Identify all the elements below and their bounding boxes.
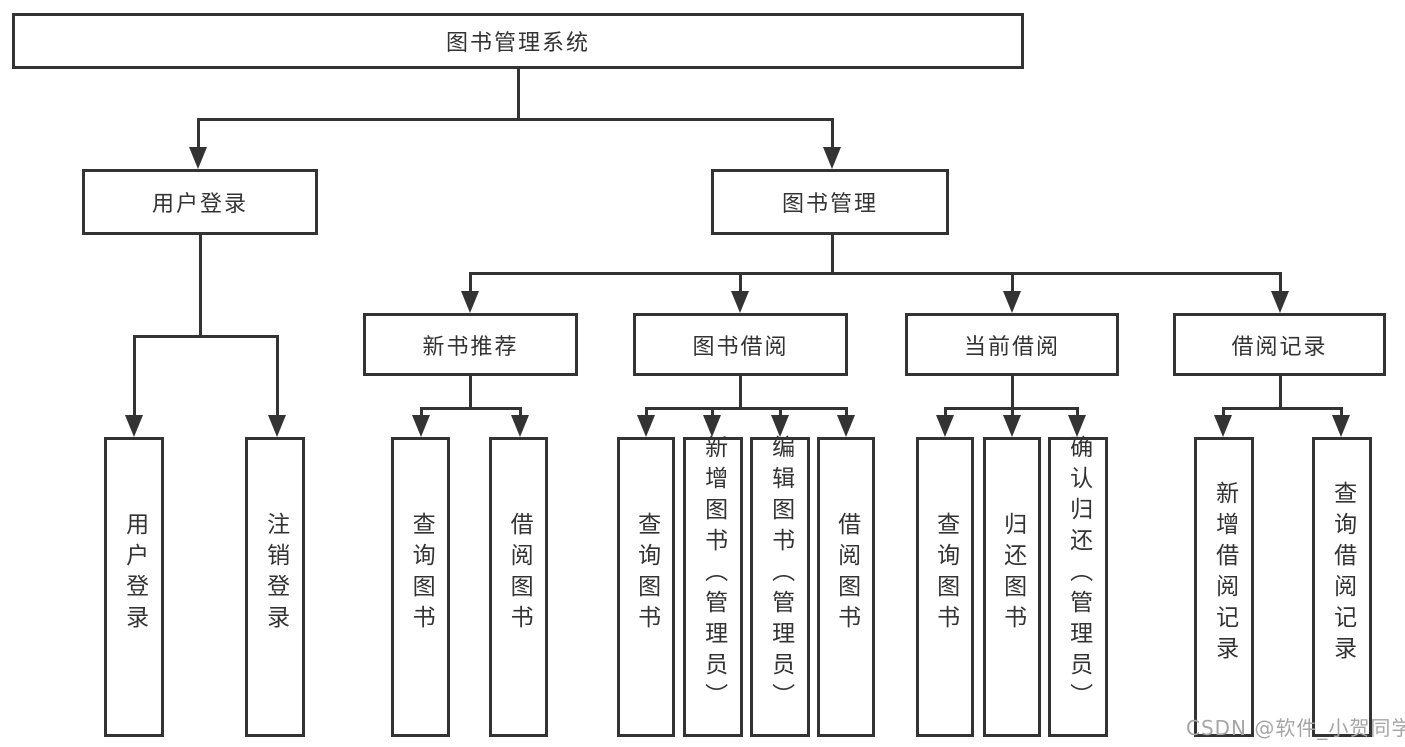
arrow-down-icon	[837, 415, 855, 437]
connector-split	[1222, 407, 1343, 410]
leaf-borrow-books-1: 借阅图书	[489, 437, 548, 737]
arrow-down-icon	[823, 147, 841, 169]
connector-stem	[1011, 407, 1014, 417]
arrow-down-icon	[1214, 415, 1232, 437]
node-current-borrow-label: 当前借阅	[963, 334, 1060, 360]
arrow-down-icon	[637, 415, 655, 437]
connector-stem	[1279, 272, 1282, 292]
node-book-management-label: 图书管理	[781, 192, 878, 217]
connector-stem	[845, 407, 848, 417]
arrow-down-icon	[1332, 415, 1350, 437]
arrow-down-icon	[461, 291, 479, 313]
node-book-management: 图书管理	[711, 169, 949, 235]
connector-stem	[199, 234, 202, 338]
leaf-query-books-2: 查询图书	[617, 437, 675, 737]
connector-stem	[739, 272, 742, 292]
arrow-down-icon	[1271, 291, 1289, 313]
leaf-query-borrow-record-label: 查询借阅记录	[1329, 481, 1356, 667]
arrow-down-icon	[268, 415, 286, 437]
node-book-borrow-label: 图书借阅	[692, 334, 789, 360]
leaf-query-books-1: 查询图书	[391, 437, 450, 737]
connector-stem	[519, 407, 522, 417]
leaf-add-borrow-record: 新增借阅记录	[1194, 437, 1254, 737]
leaf-return-books-label: 归还图书	[999, 512, 1026, 636]
node-new-book-recommend: 新书推荐	[363, 313, 578, 376]
node-borrow-records-label: 借阅记录	[1231, 334, 1328, 360]
leaf-add-books-admin: 新增图书（管理员）	[683, 434, 743, 737]
connector-stem	[1076, 407, 1079, 417]
node-root-label: 图书管理系统	[445, 31, 590, 56]
connector-root-stem	[517, 68, 520, 118]
leaf-query-borrow-record: 查询借阅记录	[1312, 437, 1372, 737]
connector-stem	[1279, 376, 1282, 410]
leaf-user-login-label: 用户登录	[121, 512, 148, 636]
arrow-down-icon	[511, 415, 529, 437]
leaf-return-books: 归还图书	[983, 437, 1041, 737]
arrow-down-icon	[936, 415, 954, 437]
connector-split	[469, 272, 1282, 275]
connector-root-split	[197, 118, 834, 121]
connector-split	[420, 407, 522, 410]
leaf-confirm-return-admin: 确认归还（管理员）	[1048, 434, 1108, 737]
leaf-borrow-books-2: 借阅图书	[817, 437, 875, 737]
leaf-logout-label: 注销登录	[262, 512, 289, 636]
node-current-borrow: 当前借阅	[905, 313, 1119, 376]
leaf-confirm-return-admin-label: 确认归还（管理员）	[1065, 434, 1092, 714]
leaf-edit-books-admin-label: 编辑图书（管理员）	[767, 434, 794, 714]
arrow-down-icon	[771, 415, 789, 437]
leaf-user-login: 用户登录	[104, 437, 164, 737]
node-book-borrow: 图书借阅	[633, 313, 848, 376]
connector-split	[133, 335, 279, 338]
connector-stem	[1222, 407, 1225, 417]
node-root: 图书管理系统	[12, 13, 1024, 69]
arrow-down-icon	[125, 415, 143, 437]
leaf-add-books-admin-label: 新增图书（管理员）	[700, 434, 727, 714]
connector-stem	[739, 376, 742, 410]
connector-stem	[469, 376, 472, 410]
connector-stem	[197, 118, 200, 150]
leaf-logout: 注销登录	[245, 437, 305, 737]
leaf-add-borrow-record-label: 新增借阅记录	[1211, 481, 1238, 667]
leaf-query-books-2-label: 查询图书	[633, 512, 660, 636]
leaf-borrow-books-2-label: 借阅图书	[833, 512, 860, 636]
leaf-query-books-1-label: 查询图书	[408, 512, 435, 636]
arrow-down-icon	[731, 291, 749, 313]
connector-stem	[1011, 272, 1014, 292]
leaf-borrow-books-1-label: 借阅图书	[506, 512, 533, 636]
connector-stem	[420, 407, 423, 417]
connector-stem	[944, 407, 947, 417]
arrow-down-icon	[1003, 291, 1021, 313]
connector-stem	[711, 407, 714, 417]
connector-stem	[1340, 407, 1343, 417]
connector-stem	[831, 118, 834, 150]
connector-stem	[1011, 376, 1014, 410]
leaf-query-books-3-label: 查询图书	[932, 512, 959, 636]
leaf-query-books-3: 查询图书	[916, 437, 974, 737]
leaf-edit-books-admin: 编辑图书（管理员）	[750, 434, 810, 737]
arrow-down-icon	[412, 415, 430, 437]
connector-split	[645, 407, 848, 410]
node-user-login: 用户登录	[82, 169, 318, 235]
arrow-down-icon	[189, 147, 207, 169]
csdn-watermark: CSDN @软件_小贺同学	[1186, 716, 1405, 740]
connector-stem	[779, 407, 782, 417]
arrow-down-icon	[1003, 415, 1021, 437]
node-borrow-records: 借阅记录	[1173, 313, 1386, 376]
arrow-down-icon	[1068, 415, 1086, 437]
node-new-book-recommend-label: 新书推荐	[422, 334, 519, 360]
connector-stem	[276, 335, 279, 417]
node-user-login-label: 用户登录	[151, 192, 248, 217]
connector-stem	[133, 335, 136, 417]
connector-stem	[831, 234, 834, 274]
arrow-down-icon	[703, 415, 721, 437]
connector-stem	[469, 272, 472, 292]
connector-stem	[645, 407, 648, 417]
